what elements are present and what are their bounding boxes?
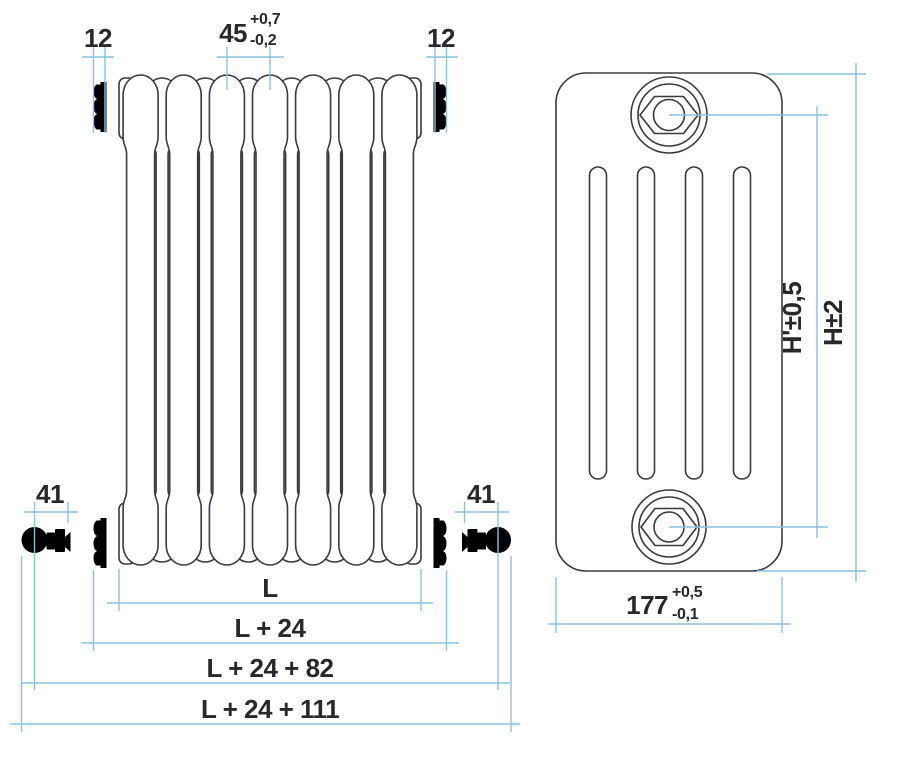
tapping-bottom-right xyxy=(433,518,447,568)
front-tube xyxy=(208,74,246,566)
tapping-bottom-left xyxy=(93,518,107,568)
label-pitch: 45 xyxy=(219,18,247,48)
dim-valve-right xyxy=(455,502,509,690)
label-height-overall: H±2 xyxy=(818,300,848,346)
front-tube xyxy=(381,74,418,566)
side-body xyxy=(555,72,783,572)
valve-bottom-right xyxy=(462,527,511,554)
slot xyxy=(588,166,608,480)
label-depth-tol-plus: +0,5 xyxy=(672,584,703,601)
label-depth: 177 xyxy=(626,590,668,620)
label-length-24: L + 24 xyxy=(235,613,307,643)
dim-tapping-right xyxy=(426,47,458,133)
front-tube xyxy=(165,74,202,566)
column-slots xyxy=(588,166,752,480)
dimension-labels: 12 12 45 +0,7 -0,2 41 41 L L + 24 L + 24… xyxy=(36,11,848,724)
dim-tapping-left xyxy=(82,47,114,133)
label-length-24-82: L + 24 + 82 xyxy=(206,653,333,683)
dim-valve-left xyxy=(24,502,78,690)
label-height-axis: H'±0,5 xyxy=(777,282,807,354)
front-tube xyxy=(122,74,159,566)
label-length: L xyxy=(262,573,278,603)
label-pitch-tol-plus: +0,7 xyxy=(250,11,281,28)
label-tapping-left: 12 xyxy=(84,23,112,53)
dim-height-axis xyxy=(669,106,828,538)
dimension-lines xyxy=(10,47,866,732)
front-tube xyxy=(294,74,332,566)
label-pitch-tol-minus: -0,2 xyxy=(250,32,277,49)
slot xyxy=(732,166,752,480)
dim-pitch xyxy=(217,47,284,90)
dim-length-24 xyxy=(81,570,459,651)
label-tapping-right: 12 xyxy=(427,23,455,53)
slot xyxy=(684,166,704,480)
valve-bottom-left xyxy=(21,527,71,554)
front-view xyxy=(21,74,511,568)
front-tube xyxy=(251,74,289,566)
dim-length-24-111 xyxy=(10,556,520,732)
label-length-24-111: L + 24 + 111 xyxy=(201,694,339,724)
front-tube xyxy=(338,74,375,566)
dim-depth xyxy=(548,577,791,633)
front-tubes xyxy=(122,74,418,566)
label-valve-right: 41 xyxy=(467,479,495,509)
side-view xyxy=(555,72,783,572)
label-depth-tol-minus: -0,1 xyxy=(672,606,699,623)
slot xyxy=(636,166,656,480)
label-valve-left: 41 xyxy=(36,479,64,509)
dim-height-overall xyxy=(757,63,866,582)
dim-length xyxy=(107,569,433,611)
